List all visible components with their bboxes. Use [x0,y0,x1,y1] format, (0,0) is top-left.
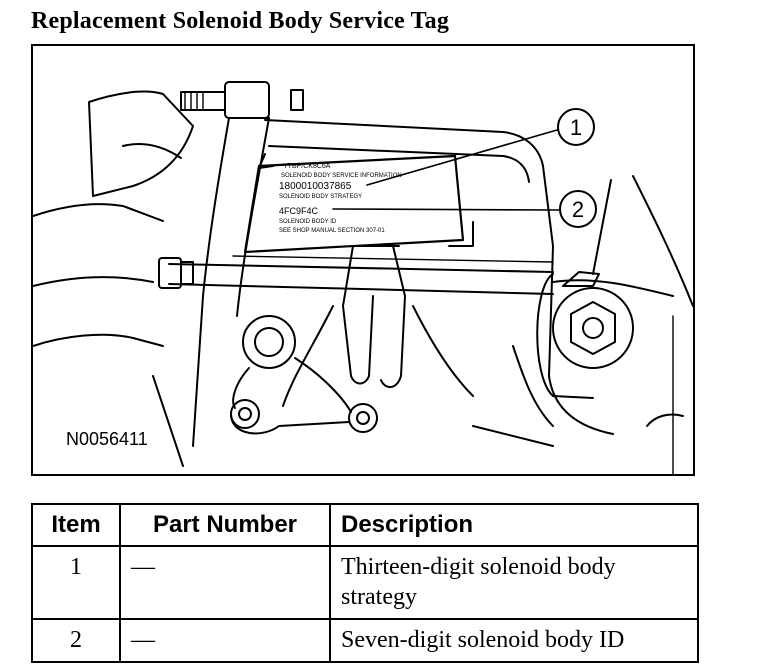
row-item: 2 [31,618,121,663]
row-description: Thirteen-digit solenoid body strategy [329,545,699,620]
row-item: 1 [31,545,121,620]
row-description: Seven-digit solenoid body ID [329,618,699,663]
callout-1: 1 [570,115,582,140]
tag-line-3: 1800010037865 [279,181,352,192]
tag-line-6: SOLENOID BODY ID [279,219,337,225]
table-row: 1 — Thirteen-digit solenoid body strateg… [31,545,699,620]
illustration-frame: YTBP/CK8C6A SOLENOID BODY SERVICE INFORM… [31,44,695,476]
tag-line-1: YTBP/CK8C6A [283,163,331,170]
parts-table: Item Part Number Description 1 — Thirtee… [31,503,699,663]
figure-id-label: N0056411 [66,429,148,449]
tag-line-7: SEE SHOP MANUAL SECTION 307-01 [279,228,385,234]
table-row: 2 — Seven-digit solenoid body ID [31,618,699,663]
tag-line-4: SOLENOID BODY STRATEGY [279,194,362,200]
tag-line-5: 4FC9F4C [279,206,319,216]
row-part-number: — [119,618,331,663]
table-header-row: Item Part Number Description [31,503,699,547]
callout-2: 2 [572,197,584,222]
header-part-number: Part Number [119,503,331,547]
row-part-number: — [119,545,331,620]
header-item: Item [31,503,121,547]
page-title: Replacement Solenoid Body Service Tag [31,8,450,34]
solenoid-body-illustration: YTBP/CK8C6A SOLENOID BODY SERVICE INFORM… [33,81,693,474]
header-description: Description [329,503,699,547]
tag-line-2: SOLENOID BODY SERVICE INFORMATION [281,173,402,179]
